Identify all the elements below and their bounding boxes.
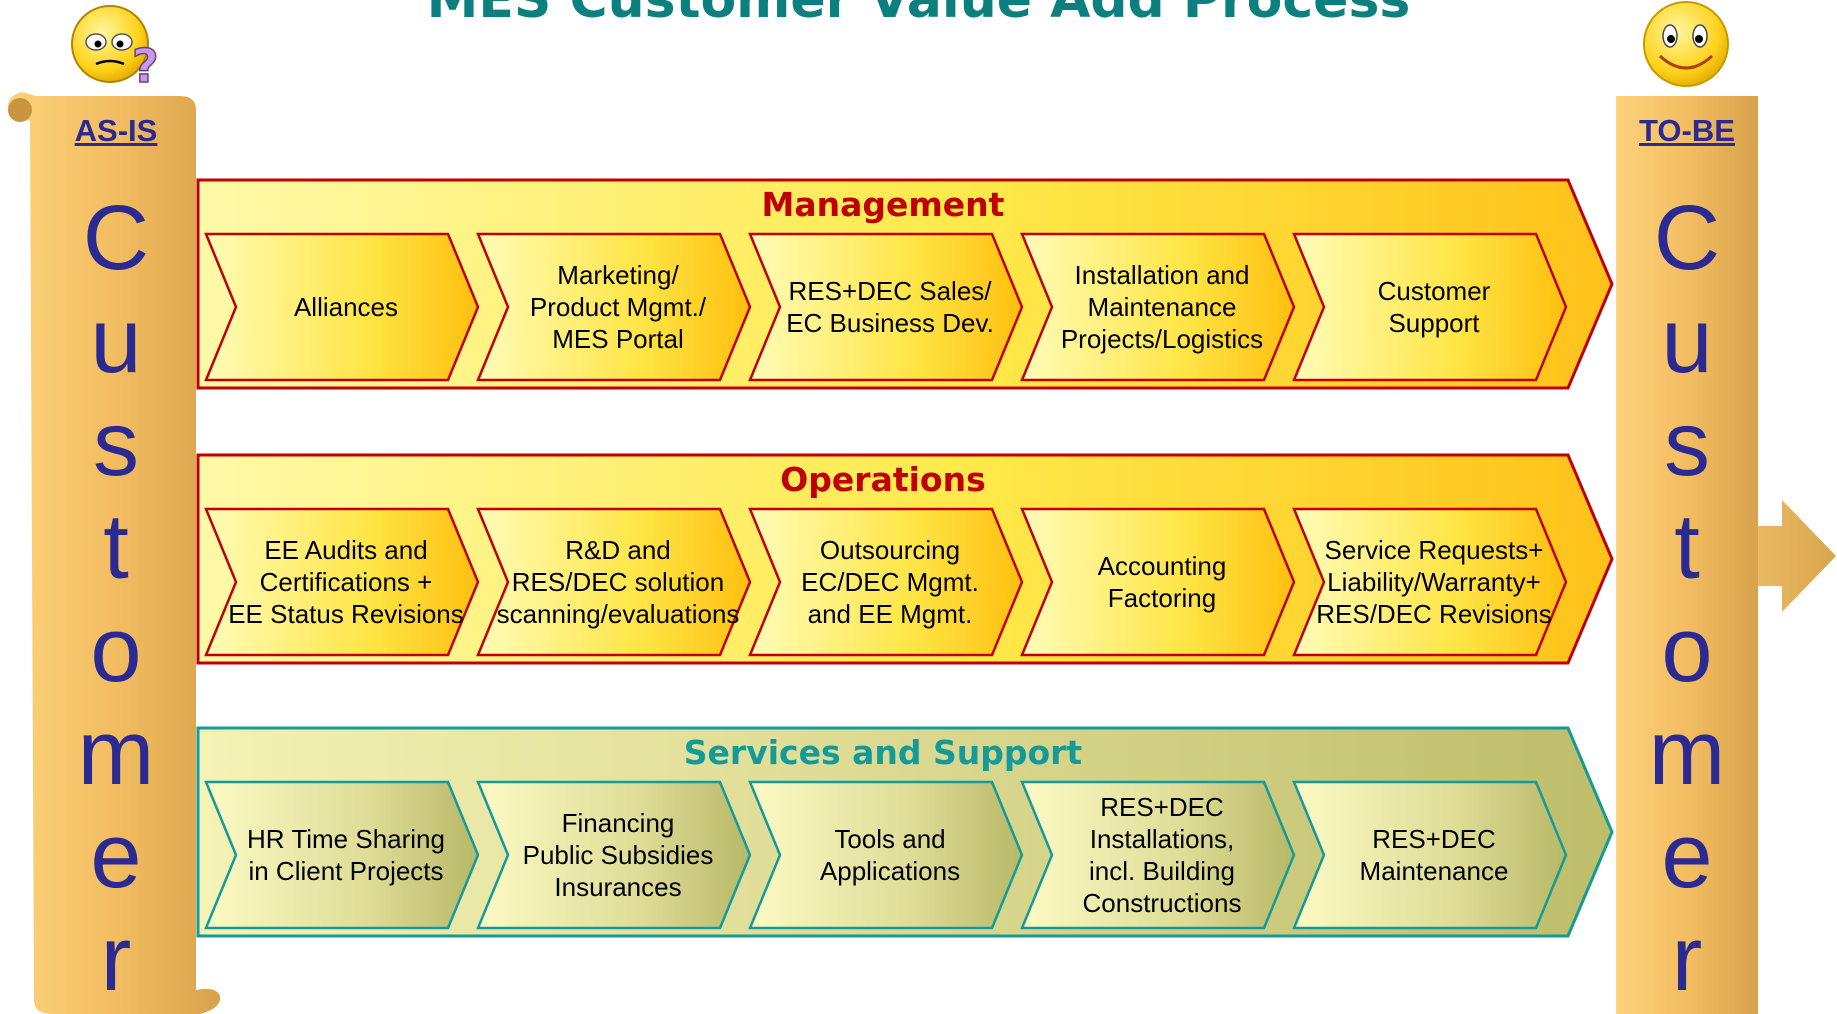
- chevron-step: [748, 780, 1024, 930]
- customer-letter: o: [1661, 599, 1713, 701]
- to-be-label: TO-BE: [1639, 113, 1735, 148]
- chevron-step: [1020, 232, 1296, 382]
- chevron-step: [204, 232, 480, 382]
- customer-letter: C: [82, 187, 150, 289]
- chevron-label: RES+DEC Sales/ EC Business Dev.: [786, 276, 994, 338]
- to-be-scroll: [1616, 96, 1758, 1014]
- chevron-step: [748, 232, 1024, 382]
- chevron-label: EE Audits and Certifications + EE Status…: [228, 535, 464, 629]
- customer-letter: e: [1661, 805, 1713, 907]
- diagram-title: MES Customer Value Add Process: [426, 0, 1411, 30]
- smiley-face-icon: [1643, 1, 1729, 87]
- chevron-label: Tools and Applications: [819, 824, 961, 886]
- band-title: Management: [761, 185, 1005, 224]
- chevron-label: R&D and RES/DEC solution scanning/evalua…: [496, 535, 740, 629]
- customer-letter: m: [1648, 702, 1726, 804]
- as-is-label: AS-IS: [74, 113, 158, 148]
- chevron-label: Customer Support: [1377, 276, 1491, 338]
- customer-letter: o: [90, 599, 142, 701]
- chevron-label: Alliances: [293, 292, 399, 322]
- chevron-step: [476, 232, 752, 382]
- customer-letter: s: [1664, 393, 1710, 495]
- customer-letter: r: [1671, 908, 1703, 1010]
- chevron-step: [204, 507, 480, 657]
- right-arrow-icon: [1758, 500, 1836, 612]
- band-title: Services and Support: [683, 733, 1083, 772]
- chevron-step: [1292, 507, 1568, 657]
- chevron-label: Accounting Factoring: [1097, 551, 1227, 613]
- chevron-label: HR Time Sharing in Client Projects: [247, 824, 445, 886]
- chevron-step: [1292, 232, 1568, 382]
- customer-letter: t: [1674, 496, 1700, 598]
- chevron-step: [1020, 780, 1296, 930]
- chevron-step: [204, 780, 480, 930]
- chevron-label: Service Requests+ Liability/Warranty+ RE…: [1316, 535, 1552, 629]
- customer-letter: s: [93, 393, 139, 495]
- chevron-step: [748, 507, 1024, 657]
- chevron-step: [476, 780, 752, 930]
- chevron-step: [1020, 507, 1296, 657]
- chevron-label: RES+DEC Maintenance: [1359, 824, 1509, 886]
- chevron-label: RES+DEC Installations, incl. Building Co…: [1082, 792, 1242, 918]
- customer-letter: C: [1653, 187, 1721, 289]
- confused-face-icon: ?: [71, 5, 159, 94]
- band-title: Operations: [780, 460, 986, 499]
- customer-letter: u: [90, 290, 142, 392]
- chevron-label: Outsourcing EC/DEC Mgmt. and EE Mgmt.: [801, 535, 979, 629]
- customer-letter: r: [100, 908, 132, 1010]
- chevron-label: Installation and Maintenance Projects/Lo…: [1060, 260, 1264, 354]
- chevron-step: [1292, 780, 1568, 930]
- chevron-step: [476, 507, 752, 657]
- svg-text:?: ?: [132, 39, 159, 93]
- customer-letter: t: [103, 496, 129, 598]
- chevron-label: Marketing/ Product Mgmt./ MES Portal: [529, 260, 707, 354]
- customer-letter: e: [90, 805, 142, 907]
- chevron-label: Financing Public Subsidies Insurances: [522, 808, 714, 902]
- customer-letter: m: [77, 702, 155, 804]
- as-is-scroll: [7, 92, 221, 1014]
- customer-letter: u: [1661, 290, 1713, 392]
